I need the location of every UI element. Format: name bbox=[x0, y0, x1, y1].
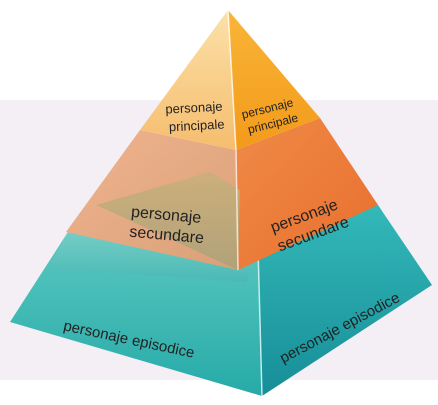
tier-bottom-right-face bbox=[258, 205, 432, 396]
tier-top bbox=[140, 9, 320, 151]
tier-middle bbox=[66, 118, 378, 271]
top-left-label-line2: principale bbox=[169, 117, 225, 135]
tier-middle-inner-back bbox=[96, 172, 240, 270]
top-left-label-line1: personaje bbox=[165, 99, 223, 117]
tier-middle-labels: personaje secundare personaje secundare bbox=[129, 196, 352, 255]
tier-top-left-face bbox=[140, 10, 236, 150]
tier-top-right-face bbox=[228, 10, 320, 150]
svg-text:personaje principale: personaje principale bbox=[165, 98, 227, 134]
tier-middle-right-face bbox=[236, 118, 378, 270]
tier-bottom bbox=[10, 205, 432, 397]
middle-left-label-line1: personaje bbox=[130, 204, 202, 227]
svg-text:personaje secundare: personaje secundare bbox=[129, 204, 207, 247]
middle-left-label-line2: secundare bbox=[129, 224, 205, 247]
